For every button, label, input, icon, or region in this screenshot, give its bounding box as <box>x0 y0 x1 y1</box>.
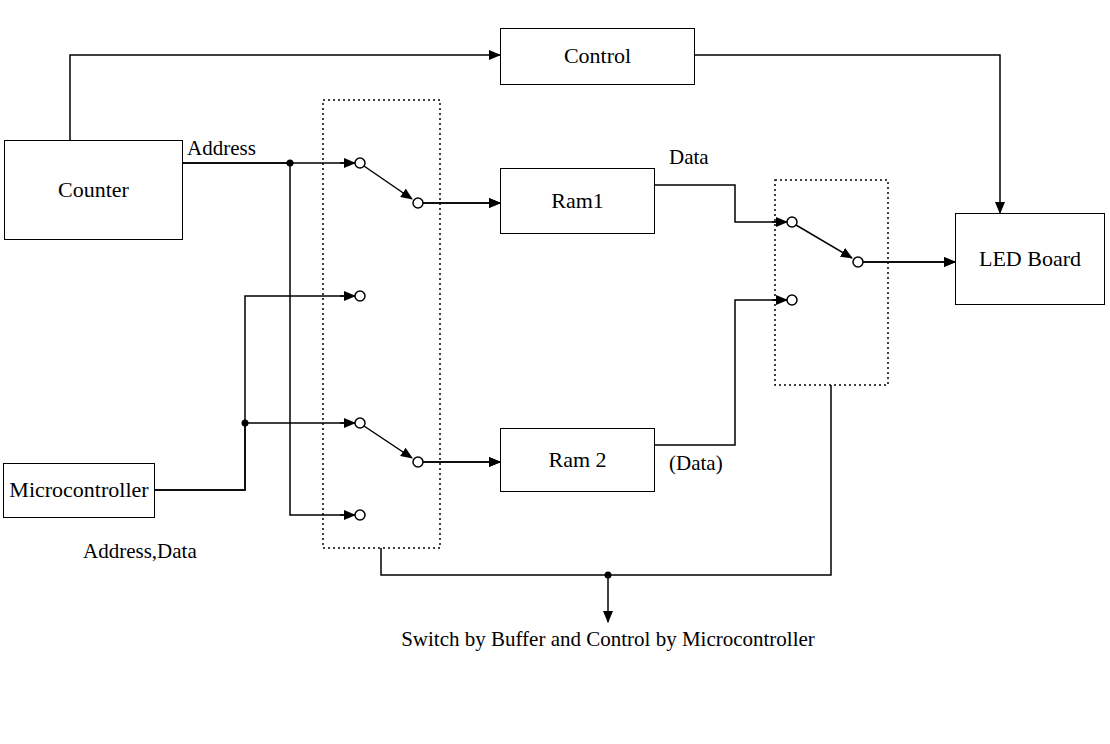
caption-note: Switch by Buffer and Control by Microcon… <box>400 628 816 651</box>
signal-connector <box>155 423 500 490</box>
buffer-switch-group <box>775 180 888 385</box>
switch-contact <box>355 510 365 520</box>
signal-connector <box>655 262 955 445</box>
switch-contact <box>853 257 863 267</box>
box-label: LED Board <box>979 247 1081 271</box>
microcontroller-box: Microcontroller <box>3 463 155 518</box>
box-label: Microcontroller <box>9 478 148 502</box>
switch-contact <box>355 291 365 301</box>
switch-contact <box>413 198 423 208</box>
switch-blade <box>364 426 412 458</box>
signal-name: Address <box>186 137 257 160</box>
switch-blade <box>796 225 852 258</box>
buffer-switch-group <box>323 100 440 548</box>
box-label: Control <box>564 44 631 68</box>
ram-box: Ram 2 <box>500 428 655 492</box>
switch-contact <box>787 217 797 227</box>
box-label: Ram 2 <box>548 448 606 472</box>
signal-connector <box>155 203 500 490</box>
signal-connector <box>183 163 500 203</box>
signal-name: (Data) <box>668 452 724 475</box>
counter-box: Counter <box>4 140 183 240</box>
switch-blade <box>364 166 412 199</box>
led-board-box: LED Board <box>955 213 1105 305</box>
box-label: Ram1 <box>551 189 604 213</box>
switch-contact <box>355 418 365 428</box>
signal-connector <box>70 55 500 140</box>
switch-contact <box>787 295 797 305</box>
control-box: Control <box>500 28 695 85</box>
ram-box: Ram1 <box>500 168 655 234</box>
signal-connector <box>655 185 955 262</box>
switch-contact <box>413 457 423 467</box>
switch-contact <box>355 158 365 168</box>
signal-connector <box>695 55 1000 213</box>
control-line <box>381 385 831 575</box>
box-label: Counter <box>58 178 129 202</box>
control-arrow <box>607 575 609 622</box>
signal-name: Data <box>668 146 710 169</box>
signal-name: Address,Data <box>82 540 198 563</box>
junction-dot <box>605 572 612 579</box>
